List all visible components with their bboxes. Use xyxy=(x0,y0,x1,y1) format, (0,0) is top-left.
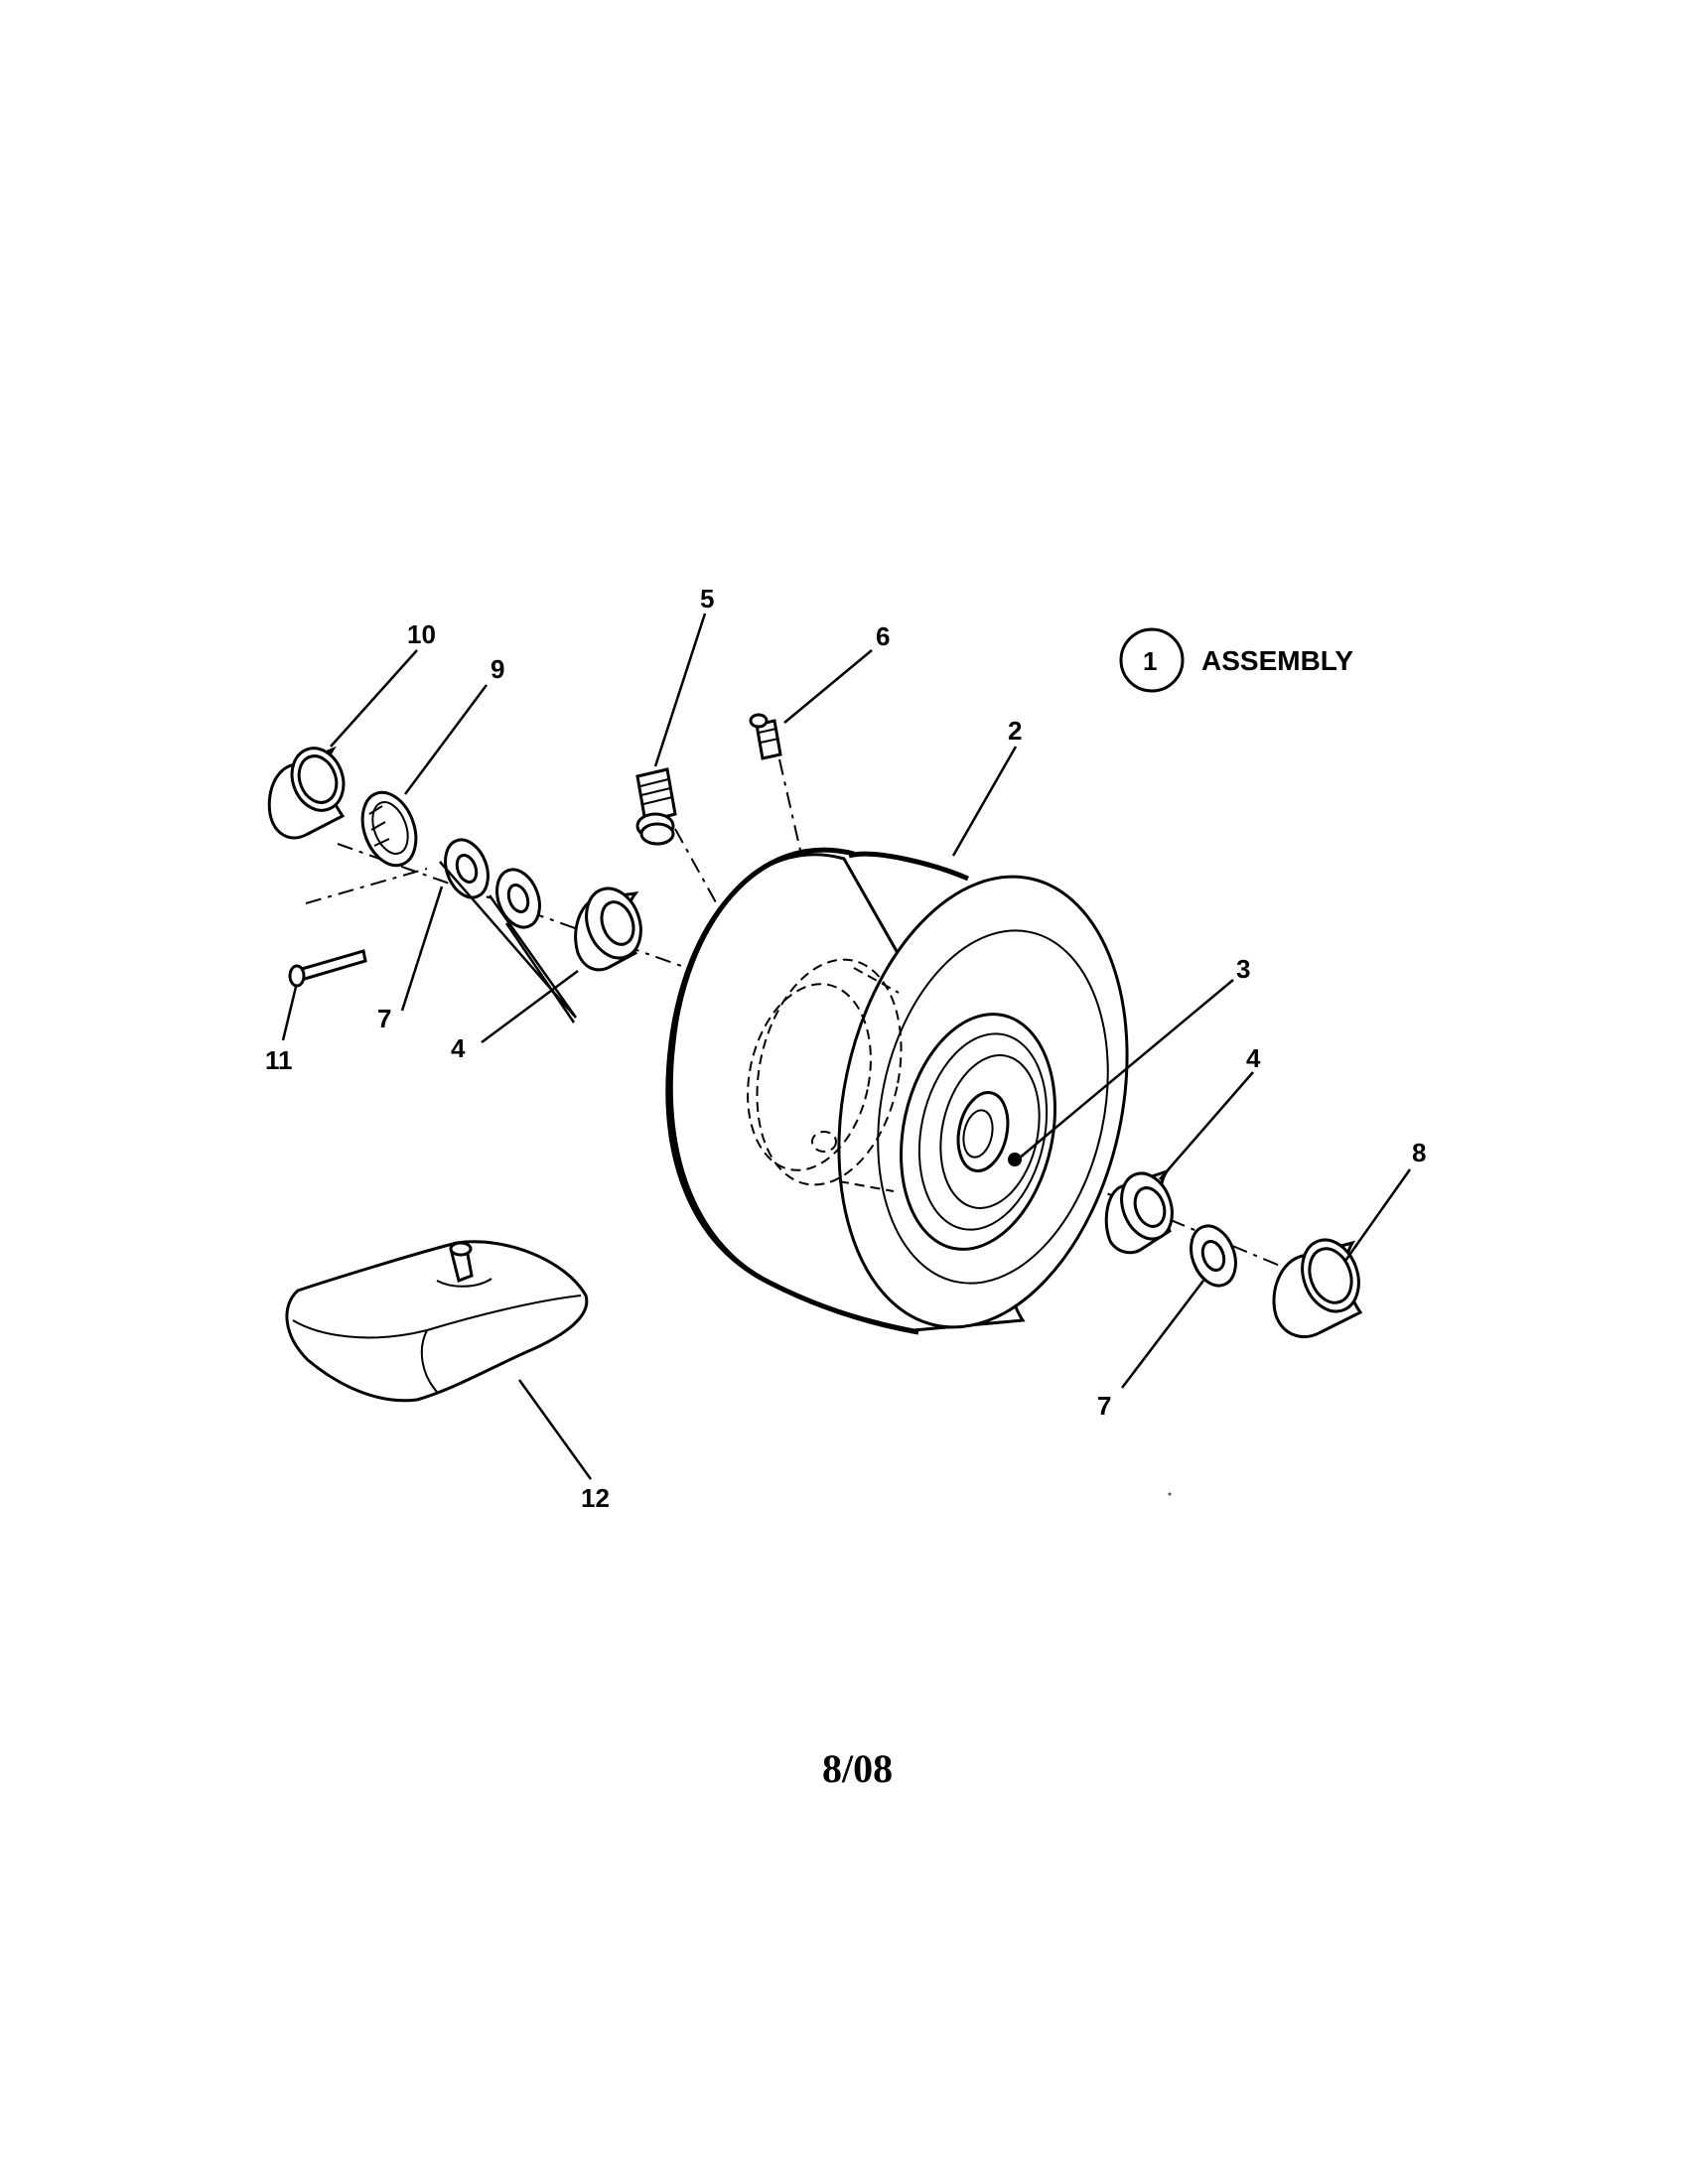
washer-left-1 xyxy=(444,838,490,899)
revision-date: 8/08 xyxy=(822,1746,893,1791)
washer-right xyxy=(1190,1224,1237,1288)
legend-label: ASSEMBLY xyxy=(1201,645,1353,676)
legend-circle xyxy=(1119,627,1185,693)
callout-labels: 10 9 5 6 2 3 4 8 7 4 11 7 12 xyxy=(265,584,1426,1513)
bearing-cup-right xyxy=(1272,1238,1363,1338)
callout-7-left: 7 xyxy=(377,1004,391,1033)
washer-left-2 xyxy=(495,868,541,929)
assembly-legend: 1 ASSEMBLY xyxy=(1119,627,1353,693)
callout-11: 11 xyxy=(265,1045,293,1075)
leader-lines xyxy=(281,613,1412,1480)
callout-2: 2 xyxy=(1008,716,1022,746)
inner-tube xyxy=(285,1240,589,1403)
stray-dot xyxy=(1168,1492,1172,1496)
callout-5: 5 xyxy=(700,584,714,614)
callout-4-left: 4 xyxy=(451,1033,466,1063)
legend-number: 1 xyxy=(1143,646,1157,676)
callout-10: 10 xyxy=(407,619,436,649)
bearing-cup-left xyxy=(267,746,346,840)
callout-6: 6 xyxy=(876,621,890,651)
inner-hub-hidden xyxy=(747,958,903,1192)
cotter-pin xyxy=(288,949,367,988)
grease-fitting xyxy=(749,713,782,760)
callout-7-right: 7 xyxy=(1097,1391,1111,1421)
rim-hub xyxy=(900,1013,1056,1251)
callout-9: 9 xyxy=(491,654,504,684)
bushing-left xyxy=(574,887,642,972)
callout-4-right: 4 xyxy=(1246,1043,1261,1073)
roller-bearing-left xyxy=(360,790,418,868)
callout-12: 12 xyxy=(581,1483,610,1513)
callout-8: 8 xyxy=(1412,1138,1426,1167)
valve-stud xyxy=(635,767,677,846)
callout-3: 3 xyxy=(1236,954,1250,984)
bushing-right xyxy=(1104,1168,1174,1255)
